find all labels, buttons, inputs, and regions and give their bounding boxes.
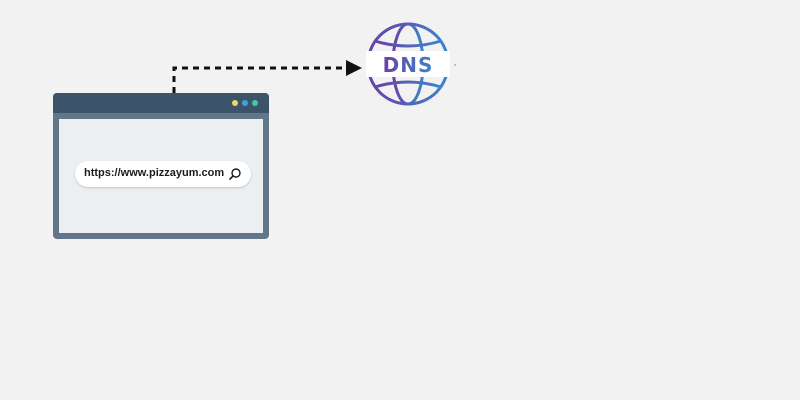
address-bar[interactable]: https://www.pizzayum.com	[75, 161, 251, 187]
browser-content: https://www.pizzayum.com	[59, 119, 263, 233]
window-control-blue[interactable]	[242, 100, 248, 106]
window-control-yellow[interactable]	[232, 100, 238, 106]
connector-line	[172, 66, 345, 93]
dns-label: DNS	[383, 53, 434, 77]
arrow-right-icon	[346, 60, 362, 76]
window-control-green[interactable]	[252, 100, 258, 106]
search-icon[interactable]	[228, 167, 242, 181]
globe-dot	[454, 64, 456, 66]
browser-titlebar	[53, 93, 269, 113]
url-text: https://www.pizzayum.com	[84, 167, 225, 179]
globe-dns-icon: DNS	[366, 22, 456, 106]
browser-window: https://www.pizzayum.com	[53, 93, 269, 239]
